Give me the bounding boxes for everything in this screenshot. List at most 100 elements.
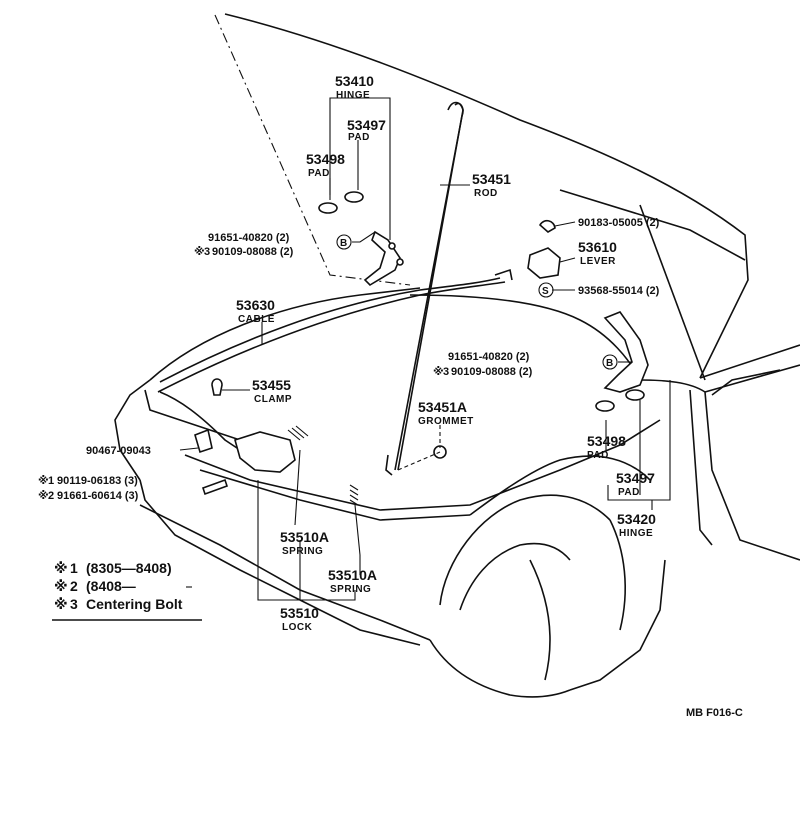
label-53420-name: HINGE (619, 528, 653, 539)
lock-assembly (194, 425, 359, 506)
hood-left-edge (214, 14, 411, 286)
label-53420-num: 53420 (617, 511, 656, 527)
label-53497b-name: PAD (618, 487, 640, 498)
lock-shape (234, 431, 296, 473)
pad-53497-shape (344, 191, 364, 203)
label-53451a-name: GROMMET (418, 416, 474, 427)
label-53451-name: ROD (474, 188, 498, 199)
release-cable (157, 268, 513, 451)
label-53510a1-num: 53510A (280, 529, 329, 545)
engine-bay-top (149, 287, 421, 381)
legend-num-2: 2 (70, 578, 78, 594)
tire-sidewall (529, 559, 551, 681)
leader-spring-2 (354, 504, 361, 575)
cable-end (494, 268, 513, 281)
legend-mark-2: ※ (54, 578, 68, 594)
label-53498b-name: PAD (587, 450, 609, 461)
note-num-3-left: 3 (204, 246, 210, 258)
leader-53410 (329, 97, 391, 240)
tire-inner (459, 542, 571, 611)
legend-text-2: (8408— (86, 578, 136, 594)
label-53610-name: LEVER (580, 256, 616, 267)
wiper-line (711, 369, 781, 396)
label-53410-num: 53410 (335, 73, 374, 89)
clamp (211, 378, 223, 396)
label-91651-right: 91651-40820 (2) (448, 351, 530, 363)
label-53510a2-num: 53510A (328, 567, 377, 583)
grille-top (199, 469, 471, 521)
label-53510a1-name: SPRING (282, 546, 323, 557)
hood-inner-side (639, 204, 706, 381)
clip-90183 (538, 219, 556, 233)
spring-lower (349, 484, 359, 506)
hinge-left-bolt (388, 242, 396, 250)
marker-b-right-letter: B (606, 358, 614, 369)
front-left-corner (114, 379, 151, 481)
tire-outer (439, 494, 611, 606)
marker-s-circle (538, 282, 554, 298)
label-90109-right: 90109-08088 (2) (451, 366, 533, 378)
leader-b-left (352, 231, 376, 243)
label-90183: 90183-05005 (2) (578, 217, 660, 229)
marker-b-left: B (336, 234, 352, 250)
hood-front-line (184, 419, 661, 511)
pad-right-53497-shape (625, 389, 645, 401)
label-90467: 90467-09043 (86, 445, 151, 457)
label-53498-name: PAD (308, 168, 330, 179)
fender-line (639, 379, 800, 561)
wheel-arch-top (469, 455, 651, 516)
cable-line-2 (157, 281, 506, 393)
leader-53420 (607, 380, 671, 510)
label-90119: 90119-06183 (3) (57, 475, 138, 487)
label-53610-num: 53610 (578, 239, 617, 255)
label-53410-name: HINGE (336, 90, 370, 101)
rod-end (385, 454, 393, 476)
diagram-code: MB F016-C (686, 707, 743, 719)
cable-drop (159, 391, 241, 451)
legend-num-3: 3 (70, 596, 78, 612)
label-91661: 91661-60614 (3) (57, 490, 139, 502)
note-num-1: 1 (48, 475, 54, 487)
fender-edge (689, 389, 713, 546)
note-mark-3-right: ※ (433, 366, 444, 378)
label-53630-num: 53630 (236, 297, 275, 313)
labels: 53410 HINGE 53497 PAD 53498 PAD 53451 RO… (38, 73, 743, 719)
pad-right-53498-shape (595, 400, 615, 412)
label-53497-num: 53497 (347, 117, 386, 133)
label-53510a2-name: SPRING (330, 584, 371, 595)
radiator-support (144, 389, 241, 441)
leader-90467 (179, 447, 199, 451)
hinge-left (363, 230, 404, 287)
hood-inner-edge (559, 189, 746, 261)
spring-upper (287, 425, 309, 441)
cowl-line (699, 344, 800, 379)
marker-b-right: B (602, 354, 618, 370)
marker-b-left-circle (336, 234, 352, 250)
pad-left (318, 191, 364, 214)
pad-53498-shape (318, 202, 338, 214)
label-53498b-num: 53498 (587, 433, 626, 449)
hinge-left-shape (363, 230, 401, 287)
note-num-3-right: 3 (443, 366, 449, 378)
tire-tread (609, 519, 626, 631)
hood-panel-edge (224, 13, 749, 379)
label-93568: 93568-55014 (2) (578, 285, 660, 297)
cable-line-1 (159, 277, 501, 383)
leader-lines (179, 97, 671, 601)
label-53498-num: 53498 (306, 151, 345, 167)
bracket-90467 (194, 428, 213, 454)
legend-mark-3: ※ (54, 596, 68, 612)
label-53451a-num: 53451A (418, 399, 467, 415)
note-mark-3-left: ※ (194, 246, 205, 258)
note-num-2: 2 (48, 490, 54, 502)
tire-right (569, 559, 666, 691)
leader-spring-1 (294, 449, 301, 526)
bumper-lower (139, 479, 421, 646)
marker-s: S (538, 282, 554, 298)
rod-line-2 (397, 101, 464, 471)
leader-53610 (559, 257, 576, 263)
label-91651-left: 91651-40820 (2) (208, 232, 290, 244)
legend-mark-1: ※ (54, 560, 68, 576)
marker-b-left-letter: B (340, 238, 348, 249)
